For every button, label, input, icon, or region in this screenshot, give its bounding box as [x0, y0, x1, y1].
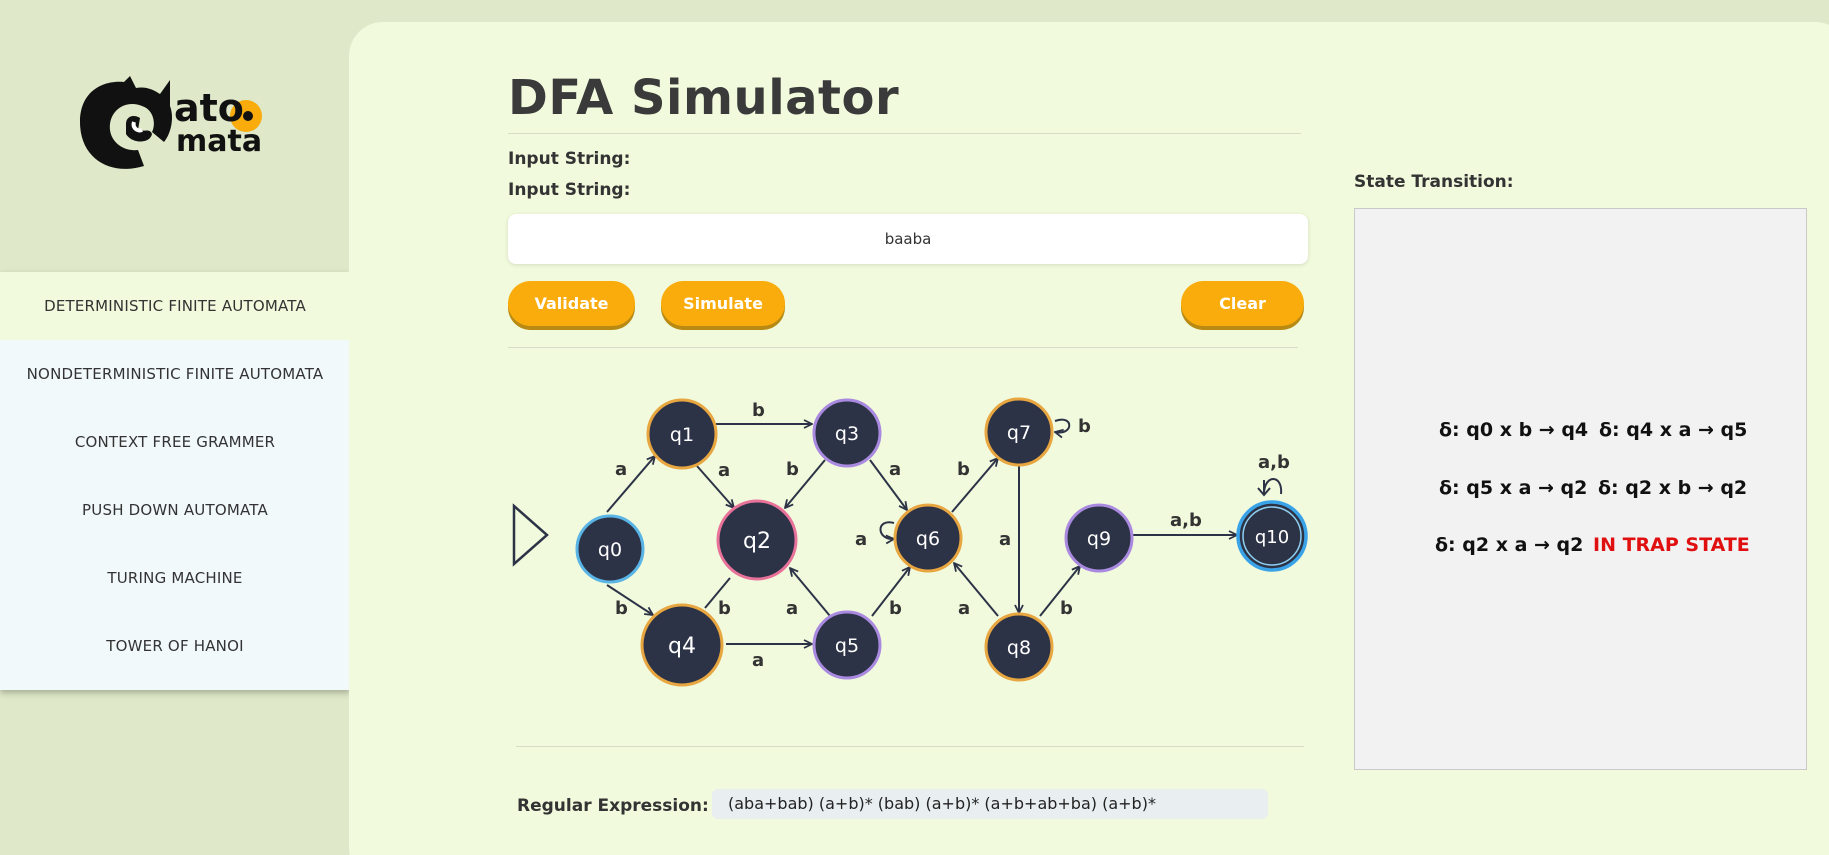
logo-text-line2: mata: [176, 124, 263, 159]
regex-value: (aba+bab) (a+b)* (bab) (a+b)* (a+b+ab+ba…: [712, 789, 1268, 819]
sidebar-item-turing[interactable]: TURING MACHINE: [107, 569, 243, 587]
edge-label-q5-q2: a: [786, 598, 798, 619]
input-string-field[interactable]: [508, 214, 1308, 264]
state-q1[interactable]: q1: [646, 398, 718, 470]
transition-entry: δ: q2 x a → q2: [1435, 534, 1584, 556]
edge-label-q4-q2: b: [718, 598, 731, 619]
edge-label-q6-loop: a: [855, 529, 867, 550]
simulate-button[interactable]: Simulate: [661, 281, 785, 326]
input-string-label-2: Input String:: [508, 180, 631, 200]
cat-logo-icon: [80, 76, 262, 169]
transition-entry: δ: q2 x b → q2: [1598, 477, 1748, 499]
svg-text:q4: q4: [668, 634, 696, 659]
state-q2[interactable]: q2: [716, 499, 798, 581]
svg-text:q9: q9: [1087, 528, 1111, 550]
svg-text:q6: q6: [916, 528, 940, 550]
edge-label-q6-q7: b: [957, 459, 970, 480]
svg-text:q10: q10: [1255, 527, 1289, 548]
state-transition-title: State Transition:: [1354, 172, 1514, 192]
title-divider: [508, 133, 1301, 134]
page-title: DFA Simulator: [508, 70, 900, 126]
edge-label-q1-q2: a: [718, 460, 730, 481]
state-q9[interactable]: q9: [1064, 503, 1134, 573]
edge-label-q8-q6: a: [958, 598, 970, 619]
diagram-divider: [516, 746, 1304, 747]
state-q4[interactable]: q4: [640, 603, 724, 687]
edge-label-q4-q5: a: [752, 650, 764, 671]
sidebar-item-pda[interactable]: PUSH DOWN AUTOMATA: [82, 501, 268, 519]
edge-label-q8-q9: b: [1060, 598, 1073, 619]
svg-text:q3: q3: [835, 423, 859, 445]
svg-text:q2: q2: [743, 529, 771, 554]
state-q8[interactable]: q8: [984, 612, 1054, 682]
sidebar-item-cfg[interactable]: CONTEXT FREE GRAMMER: [74, 433, 276, 451]
edge-label-q3-q6: a: [889, 459, 901, 480]
state-q0[interactable]: q0: [575, 514, 645, 584]
clear-button[interactable]: Clear: [1181, 281, 1304, 326]
transition-entry: δ: q4 x a → q5: [1599, 419, 1748, 441]
transition-entry: δ: q5 x a → q2: [1439, 477, 1588, 499]
transition-entry: δ: q0 x b → q4: [1439, 419, 1589, 441]
input-string-label: Input String:: [508, 149, 631, 169]
state-q3[interactable]: q3: [812, 398, 882, 468]
svg-text:q8: q8: [1007, 637, 1031, 659]
sidebar-item-dfa[interactable]: DETERMINISTIC FINITE AUTOMATA: [0, 272, 350, 340]
sidebar-nav: DETERMINISTIC FINITE AUTOMATA NONDETERMI…: [0, 272, 350, 690]
edge-label-q10-loop: a,b: [1258, 452, 1290, 473]
edge-label-q0-q4: b: [615, 598, 628, 619]
sidebar-item-hanoi[interactable]: TOWER OF HANOI: [106, 637, 244, 655]
edge-label-q9-q10: a,b: [1170, 510, 1202, 531]
state-q6[interactable]: q6: [893, 503, 963, 573]
svg-text:q7: q7: [1007, 422, 1031, 444]
edge-label-q5-q6: b: [889, 598, 902, 619]
trap-state-indicator: IN TRAP STATE: [1593, 534, 1750, 556]
svg-text:q0: q0: [598, 539, 622, 561]
svg-text:q1: q1: [670, 424, 694, 446]
svg-text:q5: q5: [835, 635, 859, 657]
logo-text-line1: ato: [174, 86, 244, 130]
edge-label-q3-q2: b: [786, 459, 799, 480]
edge-label-q1-q3: b: [752, 400, 765, 421]
buttons-divider: [508, 347, 1298, 348]
state-q5[interactable]: q5: [812, 610, 882, 680]
state-transition-box: [1354, 208, 1807, 770]
sidebar-item-nfa[interactable]: NONDETERMINISTIC FINITE AUTOMATA: [26, 365, 324, 383]
regex-label: Regular Expression:: [517, 796, 709, 816]
edge-label-q7-loop: b: [1078, 416, 1091, 437]
state-q7[interactable]: q7: [984, 397, 1054, 467]
edge-label-q7-q8: a: [999, 529, 1011, 550]
edge-label-q0-q1: a: [615, 459, 627, 480]
validate-button[interactable]: Validate: [508, 281, 635, 326]
state-q10[interactable]: q10: [1236, 500, 1308, 572]
logo: ato mata: [72, 72, 272, 177]
